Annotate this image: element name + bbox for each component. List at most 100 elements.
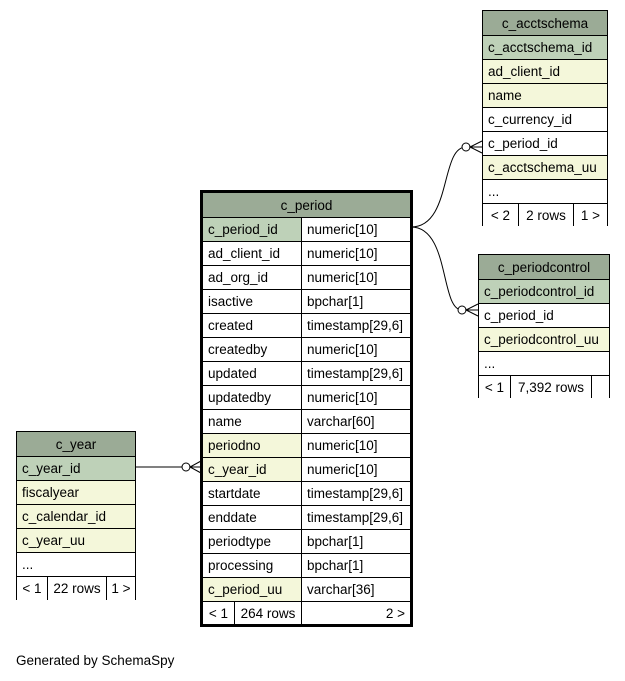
column-name: ... — [483, 180, 607, 203]
column-name: startdate — [203, 482, 301, 505]
table-row[interactable]: c_year_id — [17, 456, 135, 480]
table-row[interactable]: c_acctschema_uu — [483, 155, 607, 179]
column-type: bpchar[1] — [301, 290, 410, 313]
edge-crowfoot-marker — [188, 460, 202, 474]
column-name: c_acctschema_id — [483, 36, 607, 59]
table-row[interactable]: c_period_id — [483, 131, 607, 155]
column-name: ad_client_id — [483, 60, 607, 83]
edge-period-periodcontrol — [410, 226, 463, 311]
table-row[interactable]: c_year_uu — [17, 528, 135, 552]
table-row[interactable]: ... — [479, 351, 609, 375]
table-row[interactable]: ... — [483, 179, 607, 203]
column-type: numeric[10] — [301, 458, 410, 481]
generated-by-text: Generated by SchemaSpy — [16, 653, 175, 668]
column-name: c_year_uu — [17, 529, 135, 552]
edge-optional-marker — [461, 142, 471, 152]
table-header-c_acctschema[interactable]: c_acctschema — [483, 11, 607, 35]
edge-crowfoot-marker — [464, 303, 479, 317]
column-name: c_acctschema_uu — [483, 156, 607, 179]
column-name: c_currency_id — [483, 108, 607, 131]
edge-period-acctschema — [410, 146, 467, 228]
column-name: c_period_uu — [203, 578, 301, 601]
column-name: c_period_id — [203, 218, 301, 241]
pager-prev[interactable]: < 1 — [17, 577, 47, 600]
column-name: c_year_id — [17, 457, 135, 480]
table-row[interactable]: name — [483, 83, 607, 107]
column-type: numeric[10] — [301, 386, 410, 409]
pager-next[interactable]: 1 > — [573, 204, 607, 226]
column-type: numeric[10] — [301, 218, 410, 241]
column-type: numeric[10] — [301, 242, 410, 265]
column-name: isactive — [203, 290, 301, 313]
row-count: 2 rows — [518, 204, 573, 226]
column-name: ad_client_id — [203, 242, 301, 265]
column-name: name — [203, 410, 301, 433]
edge-optional-marker — [457, 305, 467, 315]
column-type: bpchar[1] — [301, 554, 410, 577]
column-type: varchar[60] — [301, 410, 410, 433]
table-header-c_periodcontrol[interactable]: c_periodcontrol — [479, 255, 609, 279]
table-row[interactable]: c_calendar_id — [17, 504, 135, 528]
column-name: ... — [17, 553, 135, 576]
column-name: name — [483, 84, 607, 107]
table-row[interactable]: c_periodcontrol_uu — [479, 327, 609, 351]
column-type: timestamp[29,6] — [301, 314, 410, 337]
column-name: createdby — [203, 338, 301, 361]
column-name: c_period_id — [483, 132, 607, 155]
table-header-c_period[interactable]: c_period — [203, 193, 410, 217]
table-header-c_year[interactable]: c_year — [17, 432, 135, 456]
column-name: c_periodcontrol_id — [479, 280, 609, 303]
column-name: periodtype — [203, 530, 301, 553]
pager-prev[interactable]: < 1 — [203, 602, 234, 624]
row-count: 7,392 rows — [510, 376, 591, 398]
column-type: numeric[10] — [301, 266, 410, 289]
table-row[interactable]: c_period_id — [479, 303, 609, 327]
table-row[interactable]: c_acctschema_id — [483, 35, 607, 59]
pager-prev[interactable]: < 2 — [483, 204, 518, 226]
column-type: numeric[10] — [301, 338, 410, 361]
column-name: processing — [203, 554, 301, 577]
edge-optional-marker — [181, 462, 191, 472]
table-row[interactable]: fiscalyear — [17, 480, 135, 504]
pager-prev[interactable]: < 1 — [479, 376, 510, 398]
column-name: fiscalyear — [17, 481, 135, 504]
pager-next[interactable]: 1 > — [106, 577, 135, 600]
edge-crowfoot-marker — [468, 140, 483, 154]
table-row[interactable]: c_currency_id — [483, 107, 607, 131]
pager-next[interactable] — [591, 376, 609, 398]
row-count: 264 rows — [234, 602, 301, 624]
column-name: c_calendar_id — [17, 505, 135, 528]
table-row[interactable]: ad_client_id — [483, 59, 607, 83]
column-type: bpchar[1] — [301, 530, 410, 553]
column-type: timestamp[29,6] — [301, 362, 410, 385]
column-type: varchar[36] — [301, 578, 410, 601]
pager-next[interactable]: 2 > — [301, 602, 410, 624]
table-row[interactable]: ... — [17, 552, 135, 576]
column-name: c_period_id — [479, 304, 609, 327]
column-name: c_year_id — [203, 458, 301, 481]
column-name: updatedby — [203, 386, 301, 409]
row-count: 22 rows — [47, 577, 106, 600]
table-row[interactable]: c_periodcontrol_id — [479, 279, 609, 303]
